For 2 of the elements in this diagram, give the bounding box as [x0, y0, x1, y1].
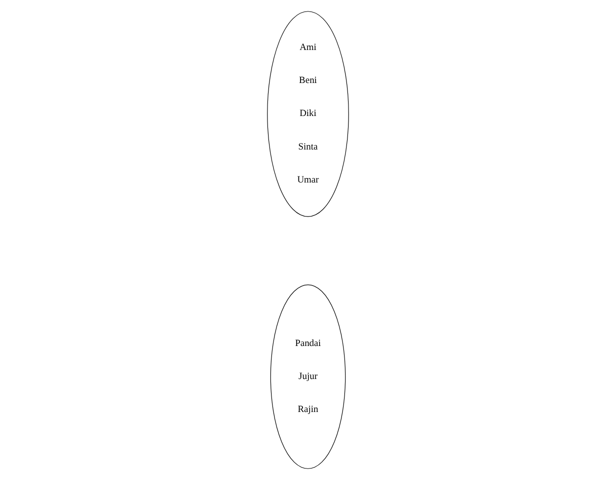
- node-ellipse: Ami Beni Diki Sinta Umar: [266, 10, 348, 216]
- node-ellipse: Pandai Jujur Rajin: [270, 284, 346, 468]
